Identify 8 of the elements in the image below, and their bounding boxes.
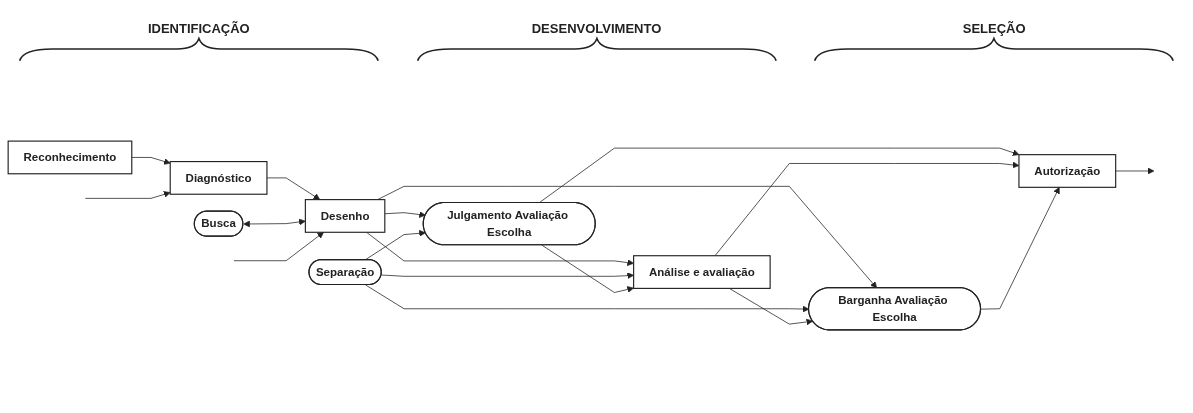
node-box: Desenho <box>304 199 386 233</box>
node-box: Análise e avaliação <box>633 255 771 289</box>
phase-label: SELEÇÃO <box>962 21 1026 36</box>
phase-label: IDENTIFICAÇÃO <box>147 21 250 36</box>
node-box: Diagnóstico <box>169 161 268 195</box>
node-box: Autorização <box>1018 154 1117 188</box>
phase-label: DESENVOLVIMENTO <box>531 21 662 36</box>
node-box: Reconhecimento <box>7 140 133 175</box>
